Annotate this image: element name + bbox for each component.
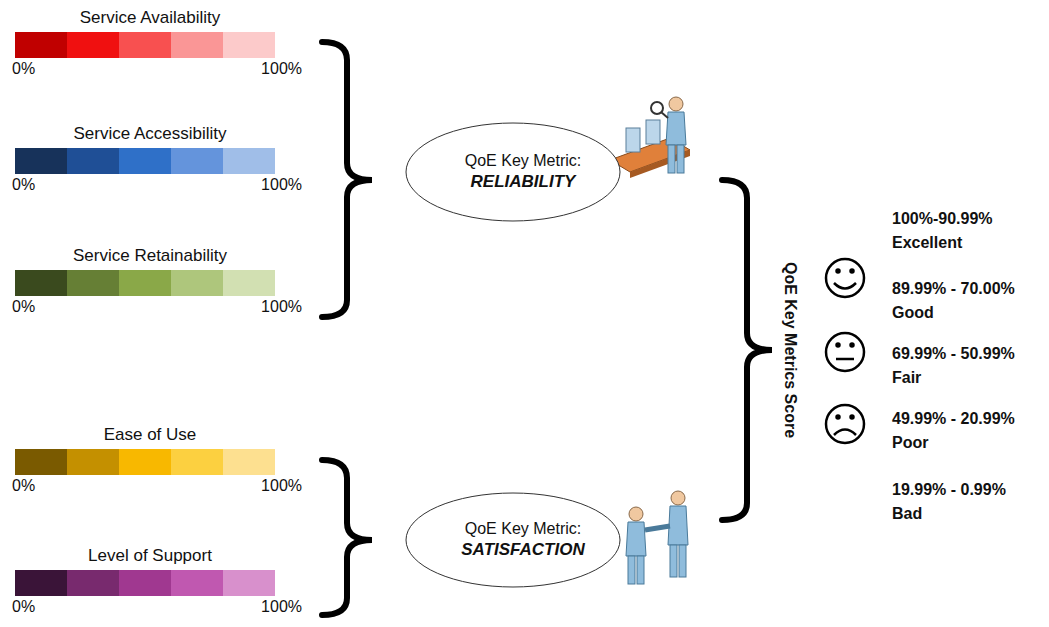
color-strip xyxy=(15,32,275,58)
score-grade: Poor xyxy=(892,434,928,452)
color-strip xyxy=(15,270,275,296)
smiley-neutral xyxy=(826,333,864,371)
bar-title: Service Retainability xyxy=(10,246,280,268)
score-range: 69.99% - 50.99% xyxy=(892,345,1015,363)
color-segment xyxy=(119,570,171,596)
scale-bar: Level of Support0%100% xyxy=(10,546,280,626)
color-segment xyxy=(119,270,171,296)
scale-bar: Service Accessibility0%100% xyxy=(10,124,280,204)
color-strip xyxy=(15,449,275,475)
smiley-happy xyxy=(826,259,864,297)
score-grade: Bad xyxy=(892,505,922,523)
color-segment xyxy=(171,449,223,475)
color-segment xyxy=(67,148,119,174)
bar-title: Service Availability xyxy=(10,8,280,30)
color-segment xyxy=(15,570,67,596)
score-range: 100%-90.99% xyxy=(892,210,993,228)
scale-min: 0% xyxy=(12,60,35,78)
color-strip xyxy=(15,148,275,174)
bar-title: Service Accessibility xyxy=(10,124,280,146)
metric-heading: QoE Key Metric: xyxy=(465,520,581,538)
score-axis-title: QoE Key Metrics Score xyxy=(781,262,799,438)
metric-ellipse: QoE Key Metric: RELIABILITY xyxy=(405,122,621,222)
handshake-icon xyxy=(626,491,688,584)
score-grade: Good xyxy=(892,304,934,322)
color-segment xyxy=(67,449,119,475)
bar-title: Level of Support xyxy=(10,546,280,568)
color-segment xyxy=(119,32,171,58)
color-segment xyxy=(15,148,67,174)
color-segment xyxy=(67,32,119,58)
scale-max: 100% xyxy=(261,60,302,78)
bracket xyxy=(322,42,372,317)
scale-bar: Service Retainability0%100% xyxy=(10,246,280,326)
metric-ellipse: QoE Key Metric: SATISFACTION xyxy=(405,492,621,588)
color-segment xyxy=(15,449,67,475)
color-segment xyxy=(171,32,223,58)
color-segment xyxy=(67,270,119,296)
color-segment xyxy=(171,148,223,174)
score-grade: Excellent xyxy=(892,234,962,252)
scale-min: 0% xyxy=(12,477,35,495)
score-range: 49.99% - 20.99% xyxy=(892,410,1015,428)
color-segment xyxy=(223,148,275,174)
color-segment xyxy=(119,449,171,475)
smiley-sad xyxy=(826,405,864,443)
color-segment xyxy=(119,148,171,174)
metric-name: SATISFACTION xyxy=(461,540,584,560)
color-segment xyxy=(15,32,67,58)
scale-bar: Service Availability0%100% xyxy=(10,8,280,88)
score-grade: Fair xyxy=(892,369,921,387)
inspector-icon xyxy=(610,97,690,178)
scale-bar: Ease of Use0%100% xyxy=(10,425,280,505)
scale-max: 100% xyxy=(261,298,302,316)
bracket xyxy=(322,460,372,615)
scale-max: 100% xyxy=(261,477,302,495)
color-segment xyxy=(15,270,67,296)
color-segment xyxy=(171,570,223,596)
color-segment xyxy=(223,32,275,58)
bar-title: Ease of Use xyxy=(10,425,280,447)
metric-heading: QoE Key Metric: xyxy=(465,152,581,170)
metric-name: RELIABILITY xyxy=(471,172,576,192)
score-range: 19.99% - 0.99% xyxy=(892,481,1006,499)
color-segment xyxy=(223,570,275,596)
score-range: 89.99% - 70.00% xyxy=(892,280,1015,298)
color-strip xyxy=(15,570,275,596)
color-segment xyxy=(171,270,223,296)
color-segment xyxy=(223,449,275,475)
bracket xyxy=(722,180,772,520)
scale-min: 0% xyxy=(12,598,35,616)
scale-max: 100% xyxy=(261,598,302,616)
scale-min: 0% xyxy=(12,298,35,316)
color-segment xyxy=(67,570,119,596)
scale-max: 100% xyxy=(261,176,302,194)
color-segment xyxy=(223,270,275,296)
scale-min: 0% xyxy=(12,176,35,194)
